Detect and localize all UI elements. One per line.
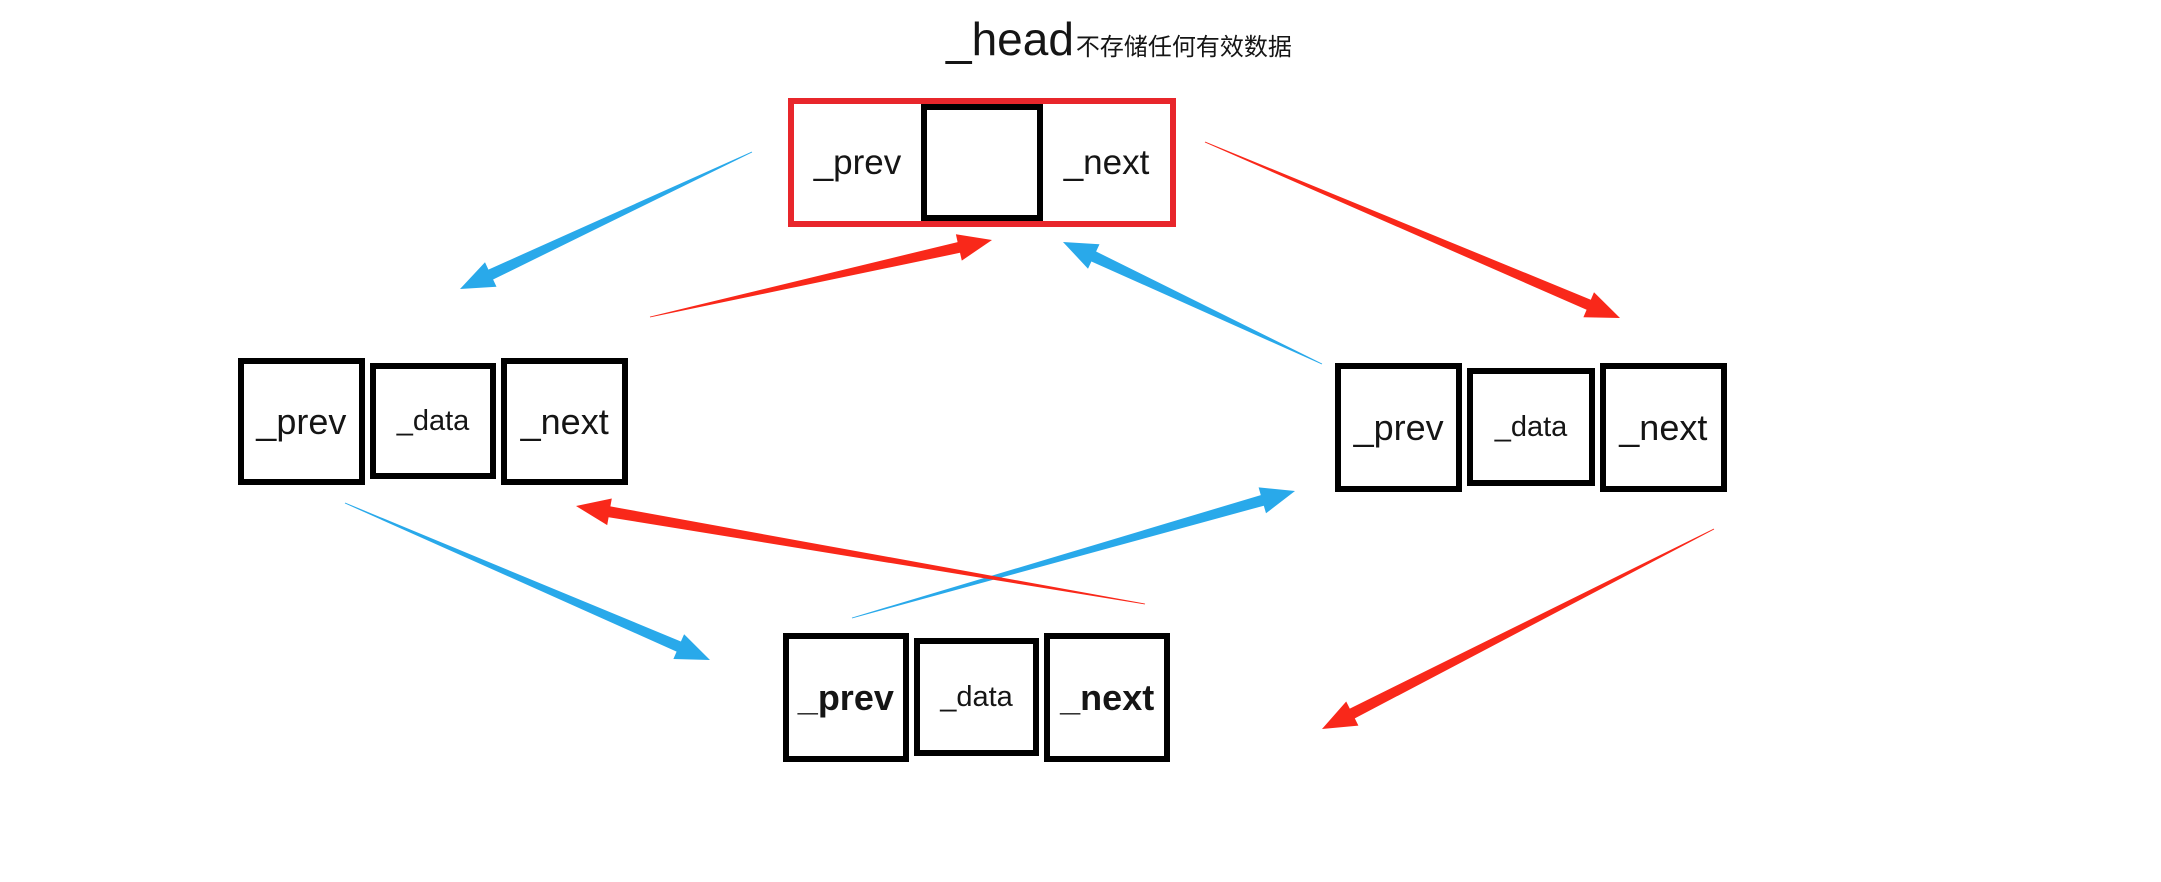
next-cell: _next [1599,363,1727,492]
prev-label: _prev [813,142,902,182]
next-cell: _next [501,358,629,485]
data-cell [921,104,1043,221]
head-title: _head 不存储任何有效数据 [946,14,1292,65]
next-cell: _next [1044,633,1171,762]
next-cell: _next [1043,104,1170,221]
head-title-label: _head [946,13,1074,65]
data-cell: _data [913,638,1040,756]
node-head: _prev _next [788,98,1176,227]
data-label: _data [1494,410,1568,443]
prev-cell: _prev [794,104,921,221]
right-to-head-pointer-arrow [1063,242,1323,365]
next-label: _next [1063,142,1150,182]
bottom-to-right-pointer-arrow [851,487,1295,619]
head-title-note: 不存储任何有效数据 [1075,34,1292,61]
node-bottom: _prev _data _next [783,633,1171,762]
node-right: _prev _data _next [1335,363,1727,492]
next-label: _next [1619,406,1708,448]
left-to-head-pointer-arrow [649,234,992,318]
data-label: _data [940,680,1013,713]
next-label: _next [520,400,609,442]
node-left: _prev _data _next [238,358,629,485]
prev-label: _prev [1353,406,1444,448]
right-to-bottom-pointer-arrow [1322,528,1715,729]
prev-label: _prev [256,400,347,442]
prev-cell: _prev [238,358,365,485]
prev-cell: _prev [1335,363,1463,492]
bottom-to-left-pointer-arrow [576,498,1146,605]
data-cell: _data [369,363,497,479]
data-label: _data [396,404,470,437]
data-cell: _data [1467,368,1595,486]
left-to-bottom-pointer-arrow [344,502,710,660]
head-to-left-pointer-arrow [460,151,753,289]
head-to-right-pointer-arrow [1204,141,1620,318]
prev-cell: _prev [783,633,909,762]
prev-label: _prev [797,676,894,718]
next-label: _next [1060,676,1155,718]
